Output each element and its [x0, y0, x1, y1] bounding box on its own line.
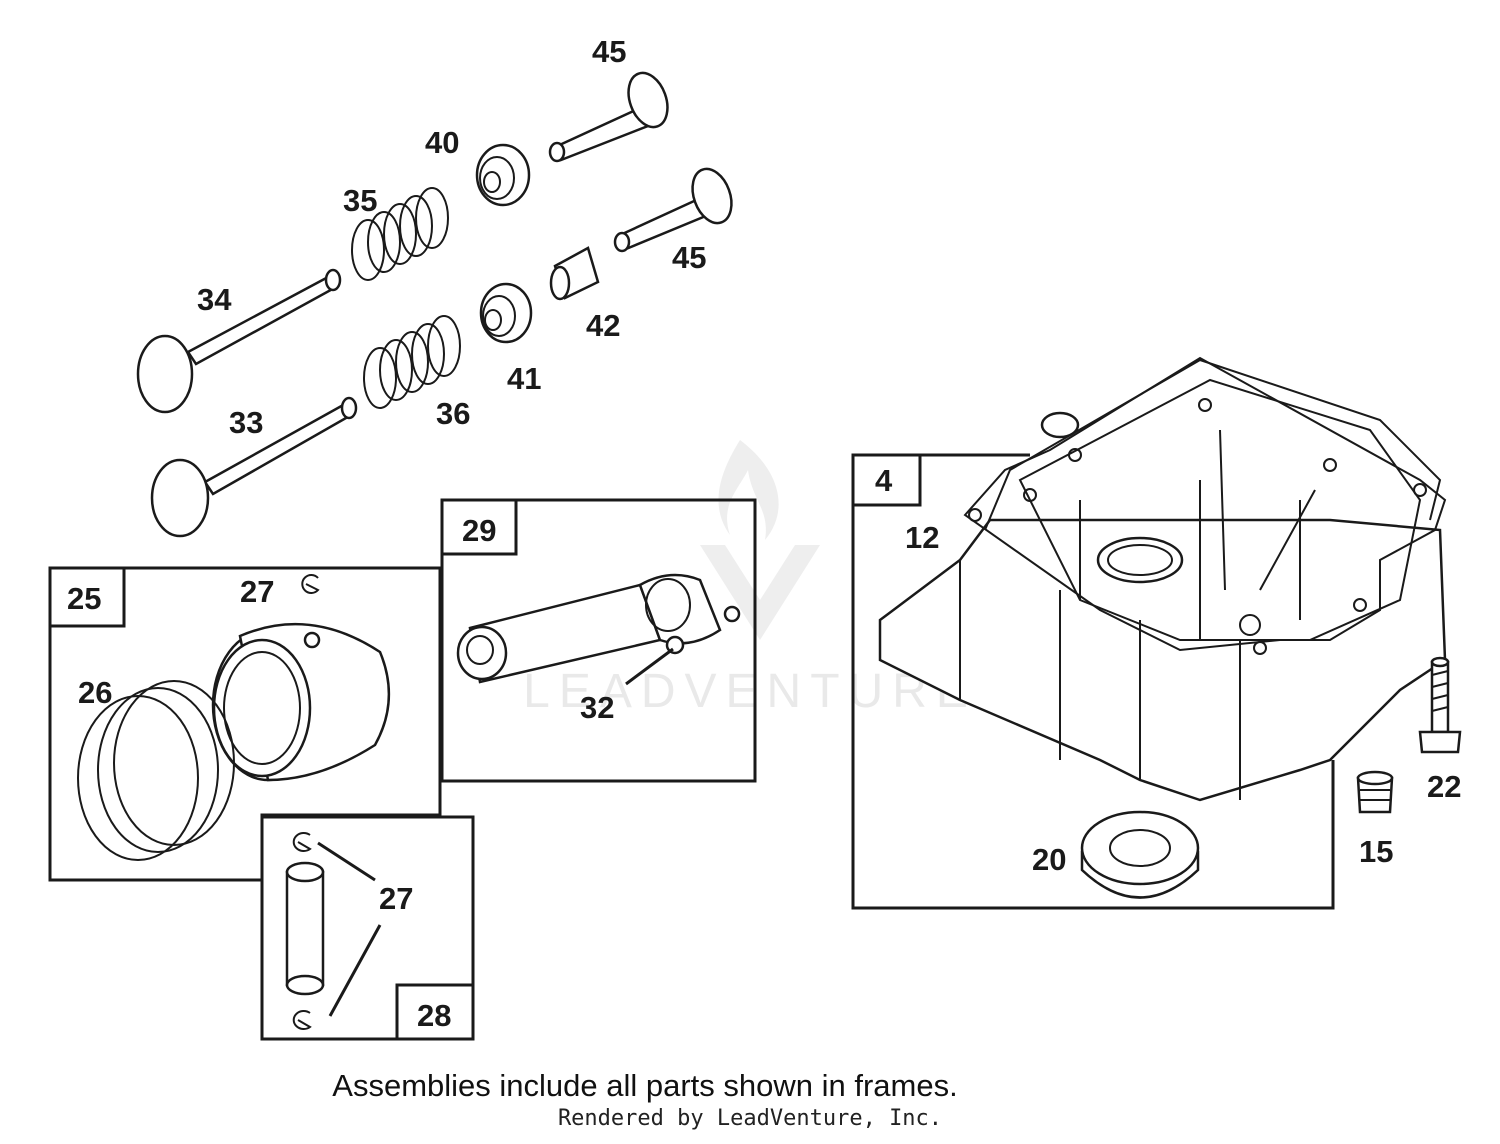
watermark-logo: [700, 440, 820, 640]
part-label-41: 41: [507, 361, 541, 396]
intake-valve: [136, 268, 342, 414]
part-label-34: 34: [197, 282, 232, 317]
frame-28-tab: [395, 983, 475, 1041]
part-label-35: 35: [343, 183, 377, 218]
part-label-26: 26: [78, 675, 112, 710]
frame-4-tab: [851, 453, 922, 507]
frame-25: [48, 566, 442, 882]
frame-29-tab: [440, 498, 518, 556]
valve-retainer-upper: [475, 143, 531, 207]
oil-seal: [1080, 810, 1200, 899]
part-label-45-upper: 45: [592, 34, 626, 69]
valve-keeper: [549, 246, 600, 301]
part-label-27-frame28: 27: [379, 881, 413, 916]
part-label-12: 12: [905, 520, 939, 555]
retaining-clip: [301, 574, 320, 594]
part-label-32: 32: [580, 690, 614, 725]
tappet-upper: [548, 71, 669, 163]
leader-27-upper: [317, 841, 376, 882]
part-label-45-lower: 45: [672, 240, 706, 275]
assemblies-note: Assemblies include all parts shown in fr…: [332, 1068, 958, 1103]
frame-29-number: 29: [462, 513, 496, 548]
part-label-15: 15: [1359, 834, 1393, 869]
frame-28: [260, 815, 475, 1041]
valve-spring-lower: [363, 315, 461, 409]
part-label-42: 42: [586, 308, 620, 343]
leader-32: [625, 647, 674, 686]
piston-rings: [77, 680, 235, 861]
frame-25-tab: [48, 566, 126, 628]
tappet-lower: [613, 167, 733, 253]
part-label-20: 20: [1032, 842, 1066, 877]
frame-25-number: 25: [67, 581, 101, 616]
frame-29: [440, 498, 757, 783]
pin-clip-upper: [292, 832, 312, 852]
connecting-rod: [456, 573, 741, 684]
frame-4-number: 4: [875, 463, 893, 498]
exhaust-valve: [150, 396, 358, 538]
sump-bolt: [1418, 656, 1462, 754]
drain-plug: [1356, 770, 1394, 814]
leader-27-lower: [328, 924, 382, 1017]
valve-retainer-lower: [479, 282, 533, 344]
part-label-27-frame25: 27: [240, 574, 274, 609]
sump-cover: [878, 358, 1447, 802]
part-label-36: 36: [436, 396, 470, 431]
valve-spring-upper: [351, 187, 449, 281]
sump-gasket: [963, 356, 1447, 655]
piston: [211, 622, 391, 782]
render-credit: Rendered by LeadVenture, Inc.: [557, 1106, 943, 1131]
piston-pin: [285, 861, 325, 996]
part-label-33: 33: [229, 405, 263, 440]
part-label-40: 40: [425, 125, 459, 160]
pin-clip-lower: [292, 1010, 312, 1030]
watermark-text: LEADVENTURE: [523, 665, 977, 718]
frame-28-number: 28: [417, 998, 451, 1033]
part-label-22: 22: [1427, 769, 1461, 804]
